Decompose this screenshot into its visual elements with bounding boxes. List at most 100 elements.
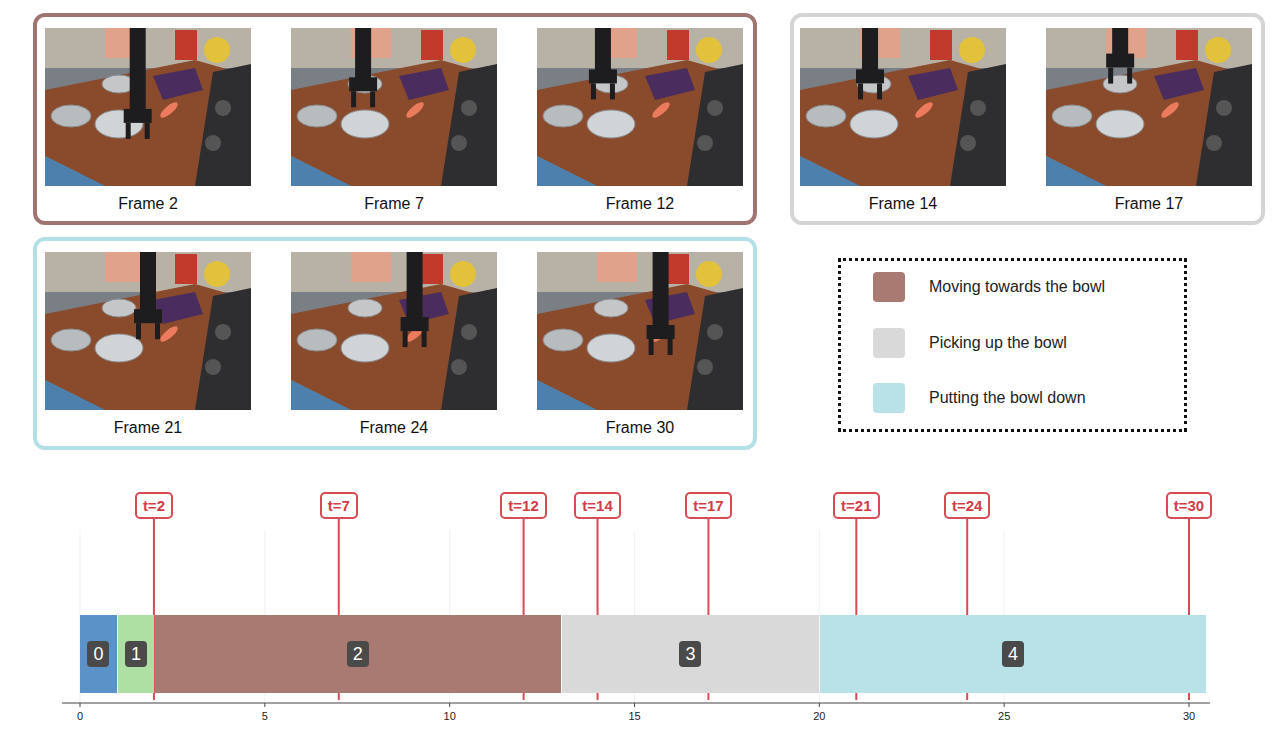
photo-part xyxy=(667,254,689,284)
video-frame: Frame 17 xyxy=(1046,28,1252,213)
frame-caption: Frame 7 xyxy=(291,195,497,213)
photo-part xyxy=(45,156,105,186)
frame-photo xyxy=(45,28,251,186)
frame-photo xyxy=(800,28,1006,186)
video-frame: Frame 24 xyxy=(291,252,497,437)
photo-part xyxy=(404,100,426,120)
legend-swatch xyxy=(873,328,905,358)
frame-caption: Frame 14 xyxy=(800,195,1006,213)
phase-segment: 4 xyxy=(820,615,1205,693)
photo-part xyxy=(707,100,723,116)
time-tag: t=30 xyxy=(1166,492,1212,519)
frame-caption: Frame 24 xyxy=(291,419,497,437)
photo-part xyxy=(45,60,251,186)
photo-part xyxy=(297,105,337,127)
photo-part xyxy=(155,323,160,339)
photo-part xyxy=(45,380,105,410)
legend-label: Moving towards the bowl xyxy=(929,278,1105,296)
photo-part xyxy=(215,100,231,116)
photo-part xyxy=(422,331,427,347)
frame-photo xyxy=(1046,28,1252,186)
photo-part xyxy=(687,64,743,186)
phase-segment: 0 xyxy=(80,615,117,693)
photo-part xyxy=(950,64,1006,186)
frame-caption: Frame 21 xyxy=(45,419,251,437)
photo-part xyxy=(45,28,251,68)
photo-part xyxy=(291,284,497,410)
photo-part xyxy=(403,331,408,347)
photo-part xyxy=(126,123,131,139)
photo-part xyxy=(959,37,985,63)
frame-photo xyxy=(291,252,497,410)
time-tag: t=2 xyxy=(135,492,173,519)
frame-photo xyxy=(45,252,251,410)
axis-tick xyxy=(819,703,820,707)
photo-part xyxy=(1046,28,1252,186)
photo-part xyxy=(667,30,689,60)
photo-part xyxy=(591,83,596,99)
photo-part xyxy=(1046,60,1252,186)
frame-caption: Frame 30 xyxy=(537,419,743,437)
photo-part xyxy=(696,261,722,287)
frame-caption: Frame 2 xyxy=(45,195,251,213)
segment-number: 0 xyxy=(87,641,109,667)
time-tag: t=17 xyxy=(685,492,731,519)
photo-part xyxy=(349,77,377,91)
photo-part xyxy=(800,156,860,186)
axis-line xyxy=(62,703,1210,704)
photo-part xyxy=(140,252,156,315)
axis-tick-label: 20 xyxy=(813,710,825,722)
frame-group: Frame 21 Frame 24 Frame 30 xyxy=(33,237,757,450)
time-tag: t=14 xyxy=(574,492,620,519)
photo-part xyxy=(595,28,611,75)
photo-part xyxy=(341,110,389,138)
photo-part xyxy=(370,91,375,107)
photo-part xyxy=(1108,68,1113,84)
photo-part xyxy=(543,105,583,127)
frame-caption: Frame 12 xyxy=(537,195,743,213)
legend-row: Putting the bowl down xyxy=(873,383,1086,413)
legend-row: Picking up the bowl xyxy=(873,328,1067,358)
photo-part xyxy=(291,252,497,292)
segment-number: 3 xyxy=(679,641,701,667)
photo-part xyxy=(461,100,477,116)
photo-part xyxy=(291,60,497,186)
photo-part xyxy=(95,334,143,362)
segment-number: 2 xyxy=(347,641,369,667)
photo-part xyxy=(800,28,1006,68)
photo-part xyxy=(348,299,382,317)
photo-part xyxy=(341,334,389,362)
axis-tick-label: 5 xyxy=(262,710,268,722)
photo-part xyxy=(175,30,197,60)
photo-part xyxy=(537,28,743,186)
photo-part xyxy=(195,64,251,186)
photo-part xyxy=(537,28,743,68)
legend-label: Picking up the bowl xyxy=(929,334,1067,352)
photo-part xyxy=(970,100,986,116)
photo-part xyxy=(291,156,351,186)
photo-part xyxy=(537,252,743,410)
axis-tick-label: 25 xyxy=(998,710,1010,722)
photo-part xyxy=(908,68,958,100)
photo-part xyxy=(856,69,884,83)
photo-part xyxy=(105,252,145,282)
frame-group: Frame 14 Frame 17 xyxy=(790,13,1265,225)
photo-part xyxy=(800,28,1006,186)
photo-part xyxy=(348,75,382,93)
photo-part xyxy=(215,324,231,340)
photo-part xyxy=(862,28,878,75)
axis-tick xyxy=(264,703,265,707)
video-frame: Frame 7 xyxy=(291,28,497,213)
photo-part xyxy=(1205,37,1231,63)
axis-tick xyxy=(80,703,81,707)
photo-part xyxy=(1154,68,1204,100)
photo-part xyxy=(650,100,672,120)
photo-part xyxy=(297,329,337,351)
photo-part xyxy=(668,339,673,355)
photo-part xyxy=(351,91,356,107)
video-frame: Frame 2 xyxy=(45,28,251,213)
photo-part xyxy=(1046,28,1252,68)
photo-part xyxy=(45,28,251,186)
photo-part xyxy=(351,252,391,282)
